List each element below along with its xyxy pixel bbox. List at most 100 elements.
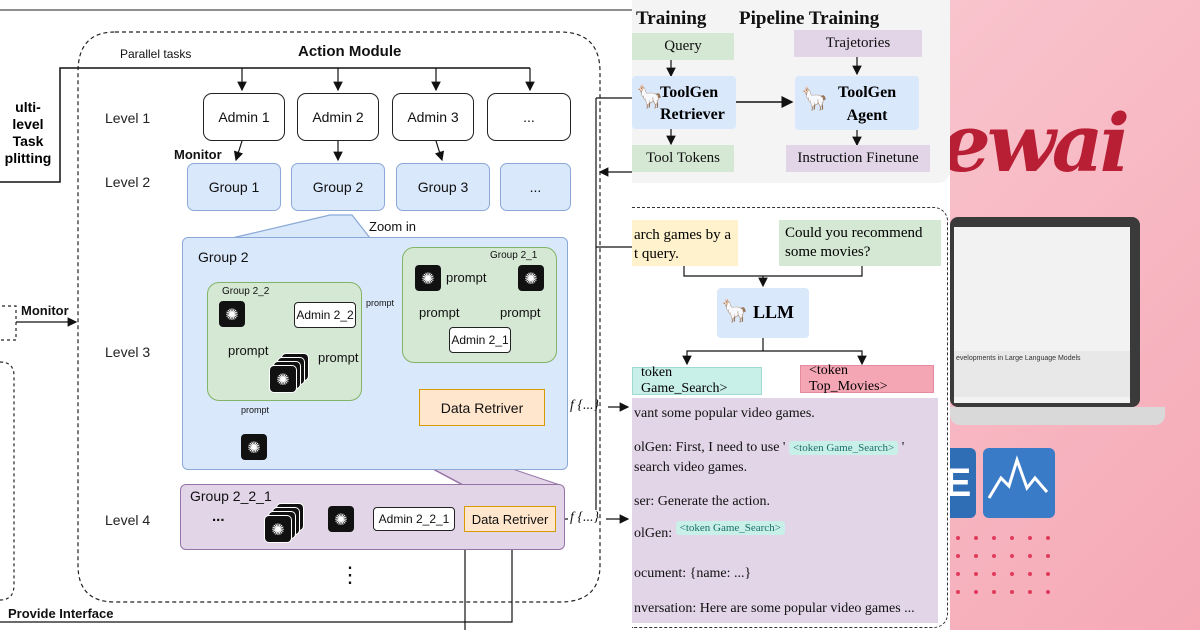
- chart-app-icon: [983, 448, 1055, 518]
- laptop-base: [950, 407, 1165, 425]
- openai-icon: ✺: [219, 301, 245, 327]
- prompt-label: prompt: [500, 305, 541, 320]
- group-1-box: Group 1: [187, 163, 281, 211]
- training-title: Training: [636, 8, 707, 29]
- chat-transcript-box: vant some popular video games. olGen: Fi…: [632, 398, 938, 623]
- vertical-dots: ⋮: [339, 562, 361, 587]
- square-icon-e: E: [950, 448, 976, 518]
- openai-icon: ✺: [518, 265, 544, 291]
- group-3-box: Group 3: [396, 163, 490, 211]
- backdrop-panel: ewai evelopments in Large Language Model…: [950, 0, 1200, 630]
- admin-2-2-box: Admin 2_2: [294, 302, 356, 328]
- query-right-line-2: some movies?: [785, 244, 871, 260]
- chat-line-1: vant some popular video games.: [634, 406, 815, 421]
- multi-level-line-1: ulti-level: [12, 99, 44, 132]
- query-box: Query: [632, 33, 734, 60]
- query-left-line-1: arch games by a: [634, 227, 732, 243]
- token-left-label: token Game_Search>: [641, 365, 728, 396]
- chat-line-2-prefix: olGen: First, I need to use ': [634, 440, 786, 455]
- chat-line-5: olGen: <token Game_Search>: [634, 521, 785, 542]
- toolgen-retriever-label: ToolGen Retriever: [660, 82, 725, 126]
- token-right-pill: <token Top_Movies>: [800, 363, 934, 394]
- query-left-box: arch games by a t query.: [632, 220, 738, 266]
- trajectories-box: Trajetories: [794, 30, 922, 57]
- chat-token-game-search: <token Game_Search>: [675, 521, 785, 535]
- toolgen-inference-panel: arch games by a t query. Could you recom…: [632, 207, 948, 628]
- chat-line-4: ser: Generate the action.: [634, 494, 771, 509]
- llm-mascot-icon: 🦙: [721, 298, 749, 323]
- laptop-screen: evelopments in Large Language Models: [950, 217, 1140, 407]
- level-4-ellipsis: ...: [212, 508, 225, 525]
- laptop-display: evelopments in Large Language Models: [954, 227, 1130, 403]
- chat-line-7: nversation: Here are some popular video …: [634, 601, 915, 616]
- toolgen-mascot-icon: 🦙: [801, 86, 829, 111]
- group-2-2-1-title: Group 2_2_1: [190, 488, 272, 504]
- pipeline-training-title: Pipeline Training: [739, 8, 880, 29]
- toolgen-agent-box: 🦙 ToolGen Agent: [795, 76, 919, 130]
- llm-label: LLM: [753, 302, 795, 322]
- laptop-caption: evelopments in Large Language Models: [956, 355, 1081, 362]
- toolgen-agent-line-2: Agent: [846, 107, 888, 124]
- token-left-pill: token Game_Search>: [632, 365, 762, 396]
- chat-line-2-suffix: ': [901, 440, 905, 455]
- prompt-label: prompt: [318, 350, 359, 365]
- monitor-label-top: Monitor: [174, 147, 222, 162]
- chat-token-game-search: <token Game_Search>: [788, 441, 899, 455]
- query-right-box: Could you recommend some movies?: [779, 220, 941, 266]
- toolgen-retriever-line-2: Retriever: [660, 106, 725, 123]
- training-arrows: [666, 57, 862, 147]
- group-2-1-title: Group 2_1: [490, 250, 538, 261]
- token-right-label: <token Top_Movies>: [809, 363, 888, 394]
- parallel-tasks-label: Parallel tasks: [120, 47, 192, 61]
- line-chart-icon: [987, 455, 1049, 499]
- admin-2-2-1-box: Admin 2_2_1: [373, 507, 455, 531]
- admin-3-box: Admin 3: [392, 93, 474, 141]
- openai-icon: ✺: [415, 265, 441, 291]
- chat-line-2: olGen: First, I need to use ' <token Gam…: [634, 440, 904, 456]
- monitor-label-side: Monitor: [21, 303, 69, 318]
- level-1-label: Level 1: [105, 110, 151, 126]
- left-diagram: Parallel tasks Action Module ulti-level …: [0, 9, 632, 630]
- prompt-label: prompt: [419, 305, 460, 320]
- inference-arrows: [682, 266, 867, 366]
- action-module-title: Action Module: [298, 43, 402, 60]
- group-2-box: Group 2: [291, 163, 385, 211]
- chat-line-5-prefix: olGen:: [634, 526, 673, 541]
- level-4-label: Level 4: [105, 512, 151, 528]
- toolgen-mascot-icon: 🦙: [636, 84, 664, 109]
- query-left-line-2: t query.: [634, 246, 679, 262]
- group-2-title: Group 2: [198, 249, 249, 265]
- query-right-line-1: Could you recommend: [785, 225, 923, 241]
- toolgen-retriever-box: 🦙 ToolGen Retriever: [632, 76, 736, 129]
- openai-icon: ✺: [241, 434, 267, 460]
- chat-line-3: search video games.: [634, 460, 748, 475]
- admin-more-box: ...: [487, 93, 571, 141]
- group-2-2-title: Group 2_2: [222, 286, 270, 297]
- toolgen-agent-line-1: ToolGen: [838, 84, 897, 101]
- openai-stack-icon: ✺: [265, 504, 305, 544]
- prompt-label: prompt: [366, 298, 395, 308]
- openai-stack-icon: ✺: [270, 354, 310, 394]
- prompt-label: prompt: [446, 270, 487, 285]
- admin-2-1-box: Admin 2_1: [449, 327, 511, 353]
- openai-icon: ✺: [328, 506, 354, 532]
- provide-interface-label: Provide Interface: [8, 606, 114, 621]
- zoom-in-label: Zoom in: [369, 219, 416, 234]
- dot-pattern: [956, 536, 1050, 594]
- multi-level-line-3: plitting: [4, 150, 52, 166]
- instruction-finetune-box: Instruction Finetune: [786, 145, 930, 172]
- tool-tokens-box: Tool Tokens: [632, 145, 734, 172]
- laptop-article-card: [954, 351, 1130, 397]
- openai-icon: ✺: [265, 516, 291, 542]
- multi-level-task-splitting-label: ulti-level Task plitting: [0, 99, 56, 167]
- prompt-label: prompt: [228, 343, 269, 358]
- backdrop-logo: ewai: [950, 96, 1130, 190]
- openai-icon: ✺: [270, 366, 296, 392]
- toolgen-retriever-line-1: ToolGen: [660, 84, 719, 101]
- f-label-2: f {...}: [570, 510, 600, 525]
- llm-box: 🦙 LLM: [717, 288, 809, 338]
- data-retriever-level-3: Data Retriver: [419, 389, 545, 426]
- level-3-label: Level 3: [105, 344, 151, 360]
- chat-line-6: ocument: {name: ...}: [634, 566, 752, 581]
- toolgen-agent-label: ToolGen Agent: [838, 81, 896, 127]
